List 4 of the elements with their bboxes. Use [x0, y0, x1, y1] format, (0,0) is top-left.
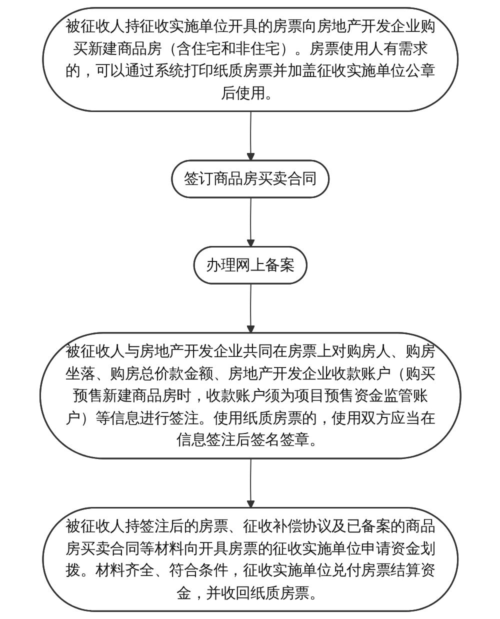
arrow	[246, 458, 255, 509]
arrow	[246, 111, 255, 162]
arrow	[246, 197, 255, 248]
arrow	[246, 284, 255, 334]
